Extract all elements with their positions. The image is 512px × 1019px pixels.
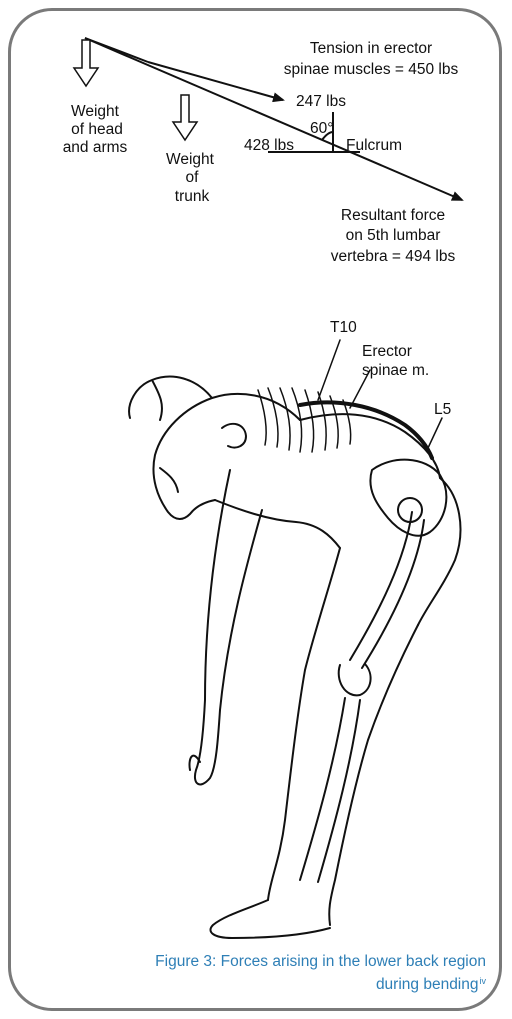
l5-leader-line	[428, 418, 442, 448]
near-leg-outline	[268, 548, 340, 900]
resultant-label-line1: Resultant force	[341, 207, 445, 224]
erector-label-line2: spinae m.	[362, 362, 429, 379]
figure-caption: Figure 3: Forces arising in the lower ba…	[16, 950, 486, 996]
weight-head-label-line1: Weight	[71, 103, 120, 120]
weight-trunk-label-line3: trunk	[175, 188, 210, 205]
tibia-bone	[300, 698, 360, 882]
weight-head-label-line3: and arms	[63, 139, 128, 156]
ribs	[258, 388, 351, 452]
head-outline	[153, 394, 300, 519]
t10-label: T10	[330, 319, 357, 336]
force-428-label: 428 lbs	[244, 137, 294, 154]
bending-figure-illustration	[129, 340, 460, 938]
weight-trunk-arrow-icon	[173, 95, 197, 140]
caption-line2: during bending	[376, 976, 479, 993]
caption-superscript: iv	[480, 976, 487, 986]
foot-outline	[210, 900, 330, 938]
caption-line2-wrap: during bendingiv	[16, 973, 486, 996]
resultant-label-line3: vertebra = 494 lbs	[331, 248, 456, 265]
arm-outline	[195, 470, 262, 784]
weight-head-arrow-icon	[74, 40, 98, 86]
weight-trunk-label-line1: Weight	[166, 151, 215, 168]
erector-spinae-muscle	[300, 402, 432, 458]
angle-60-label: 60°	[310, 120, 333, 137]
resultant-label-line2: on 5th lumbar	[346, 227, 441, 244]
weight-head-label-line2: of head	[71, 121, 123, 138]
hair-outline	[129, 377, 212, 420]
back-leg-outline	[329, 625, 418, 925]
tension-label-line1: Tension in erector	[310, 40, 432, 57]
erector-label-line1: Erector	[362, 343, 412, 360]
chest-outline	[215, 500, 340, 548]
force-247-label: 247 lbs	[296, 93, 346, 110]
caption-line1: Figure 3: Forces arising in the lower ba…	[16, 950, 486, 973]
fulcrum-label: Fulcrum	[346, 137, 402, 154]
l5-label: L5	[434, 401, 451, 418]
hip-outline	[418, 478, 460, 625]
knee-bone	[339, 664, 371, 695]
back-outline	[300, 414, 440, 478]
t10-leader-line	[318, 340, 340, 400]
weight-trunk-label-line2: of	[186, 169, 200, 186]
tension-label-line2: spinae muscles = 450 lbs	[284, 61, 459, 78]
